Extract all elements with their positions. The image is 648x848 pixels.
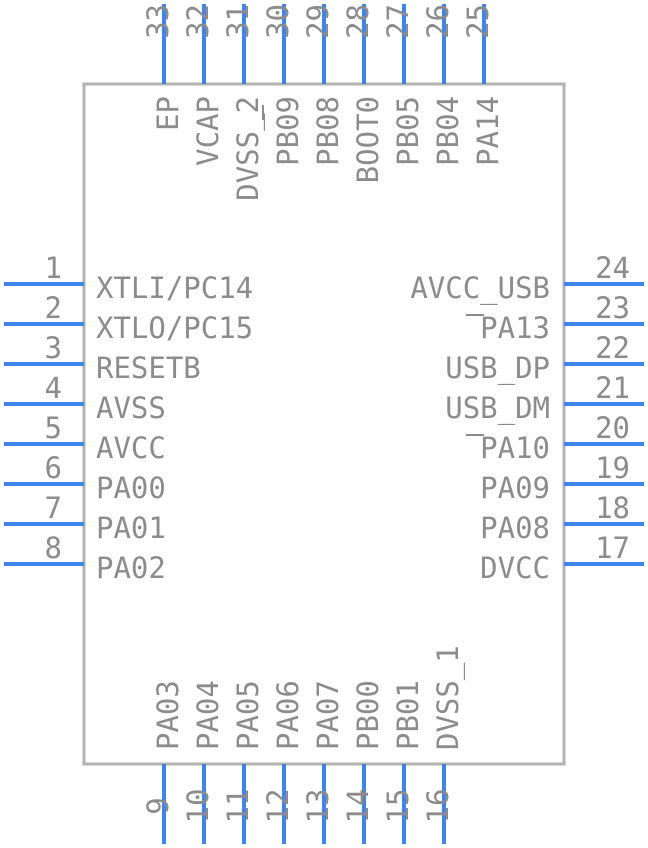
pin-name-9: PA03	[151, 680, 185, 750]
pin-number-20: 20	[595, 411, 630, 445]
pin-name-7: PA01	[96, 511, 166, 545]
pin-number-23: 23	[595, 291, 630, 325]
pin-number-24: 24	[595, 251, 630, 285]
pin-number-8: 8	[45, 531, 62, 565]
pin-number-1: 1	[45, 251, 62, 285]
pin-name-29: PB08	[311, 96, 345, 166]
pin-name-15: PB01	[391, 680, 425, 750]
pin-number-17: 17	[595, 531, 630, 565]
pin-name-5: AVCC	[96, 431, 166, 465]
pin-number-33: 33	[141, 4, 175, 39]
pin-name-13: PA07	[311, 680, 345, 750]
pin-number-19: 19	[595, 451, 630, 485]
pin-name-20: PA10	[480, 431, 550, 465]
pin-number-10: 10	[181, 789, 215, 824]
pin-name-17: DVCC	[480, 551, 550, 585]
pin-number-4: 4	[45, 371, 62, 405]
pin-name-10: PA04	[191, 680, 225, 750]
pin-name-18: PA08	[480, 511, 550, 545]
pin-number-12: 12	[261, 789, 295, 824]
pin-number-18: 18	[595, 491, 630, 525]
pin-number-14: 14	[341, 789, 375, 824]
pin-name-16: DVSS_1	[431, 645, 466, 750]
pin-name-28: BOOT0	[351, 96, 385, 183]
pin-name-1: XTLI/PC14	[96, 271, 253, 305]
pin-name-24: AVCC_USB	[410, 271, 550, 306]
pin-number-31: 31	[221, 4, 255, 39]
pin-number-16: 16	[421, 789, 455, 824]
pin-name-3: RESETB	[96, 351, 201, 385]
pin-name-31: DVSS_2	[231, 96, 266, 201]
pin-number-11: 11	[221, 789, 255, 824]
pin-number-22: 22	[595, 331, 630, 365]
pin-name-25: PA14	[471, 96, 505, 166]
pin-name-23: PA13	[480, 311, 550, 345]
pin-number-15: 15	[381, 789, 415, 824]
pin-number-7: 7	[45, 491, 62, 525]
pin-number-25: 25	[461, 4, 495, 39]
pin-name-2: XTLO/PC15	[96, 311, 253, 345]
ic-body	[82, 82, 566, 766]
pin-number-26: 26	[421, 4, 455, 39]
pin-number-30: 30	[261, 4, 295, 39]
pin-name-19: PA09	[480, 471, 550, 505]
pin-name-6: PA00	[96, 471, 166, 505]
pin-name-14: PB00	[351, 680, 385, 750]
pin-number-9: 9	[141, 797, 175, 814]
pin-group: 1XTLI/PC142XTLO/PC153RESETB4AVSS5AVCC6PA…	[4, 4, 644, 844]
pin-name-8: PA02	[96, 551, 166, 585]
pin-name-4: AVSS	[96, 391, 166, 425]
pin-name-11: PA05	[231, 680, 265, 750]
pin-number-6: 6	[45, 451, 62, 485]
pin-name-21: USB_DM	[445, 391, 550, 426]
pin-number-5: 5	[45, 411, 62, 445]
pin-number-29: 29	[301, 4, 335, 39]
pin-number-21: 21	[595, 371, 630, 405]
pin-number-3: 3	[45, 331, 62, 365]
pin-name-33: EP	[151, 96, 185, 131]
pin-number-13: 13	[301, 789, 335, 824]
pin-name-26: PB04	[431, 96, 465, 166]
pin-number-32: 32	[181, 4, 215, 39]
pin-number-28: 28	[341, 4, 375, 39]
pin-name-12: PA06	[271, 680, 305, 750]
pin-number-2: 2	[45, 291, 62, 325]
pin-name-22: USB_DP	[445, 351, 550, 386]
pin-name-27: PB05	[391, 96, 425, 166]
pin-name-32: VCAP	[191, 96, 225, 166]
pin-number-27: 27	[381, 4, 415, 39]
pin-name-30: PB09	[271, 96, 305, 166]
